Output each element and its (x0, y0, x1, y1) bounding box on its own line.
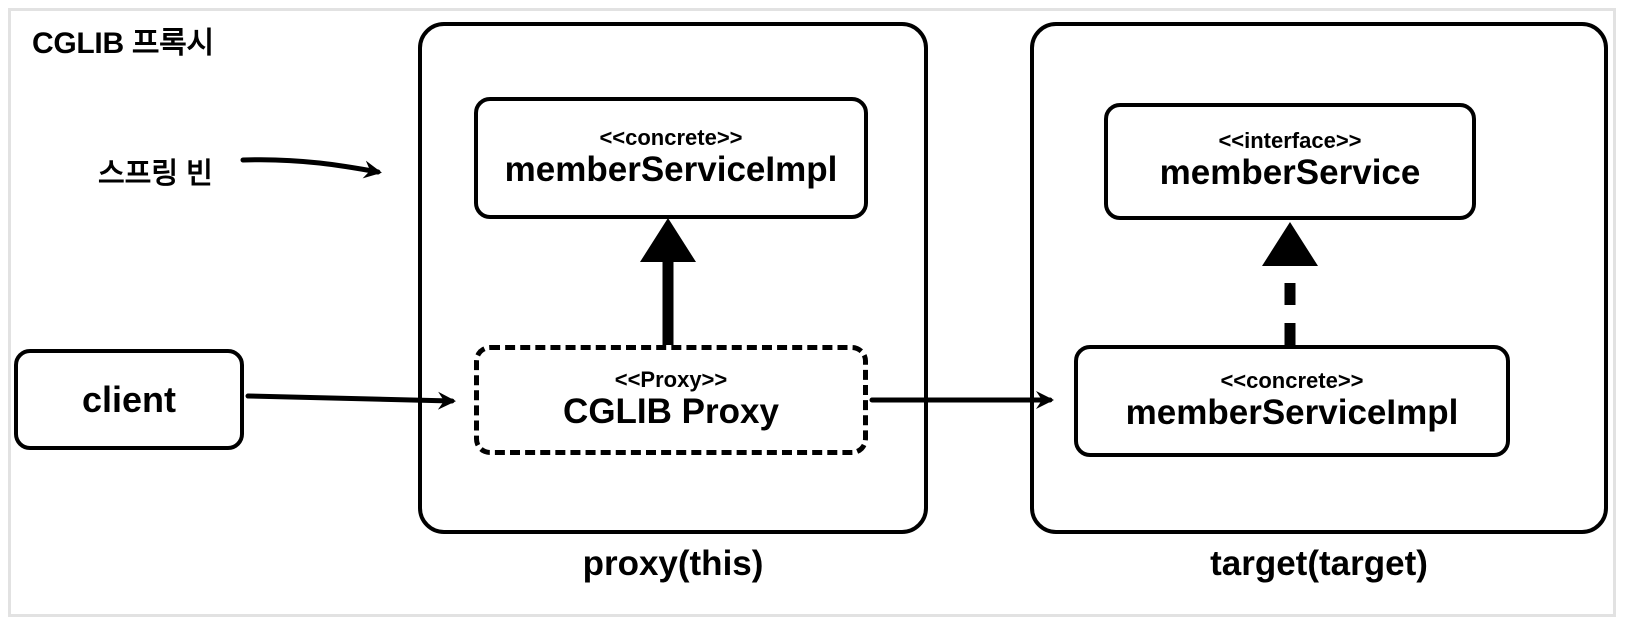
group-caption-target: target(target) (1210, 544, 1428, 583)
annotation-spring-bean: 스프링 빈 (98, 158, 213, 190)
group-proxy (418, 22, 928, 534)
node-cglib-proxy-stereotype: <<Proxy>> (614, 366, 728, 392)
node-target-member-service-impl-stereotype: <<concrete>> (1220, 367, 1364, 393)
node-client-name: client (81, 378, 177, 420)
node-member-service-interface-stereotype: <<interface>> (1218, 128, 1362, 154)
node-target-member-service-impl[interactable]: <<concrete>> memberServiceImpl (1074, 345, 1510, 457)
node-target-member-service-impl-name: memberServiceImpl (1125, 392, 1459, 432)
node-proxy-member-service-impl-stereotype: <<concrete>> (599, 124, 743, 150)
node-member-service-interface-name: memberService (1159, 153, 1421, 193)
node-cglib-proxy[interactable]: <<Proxy>> CGLIB Proxy (474, 345, 868, 455)
node-client[interactable]: client (14, 349, 244, 450)
node-cglib-proxy-name: CGLIB Proxy (563, 391, 779, 431)
group-target (1030, 22, 1608, 534)
page-title: CGLIB 프록시 (32, 27, 214, 60)
node-member-service-interface[interactable]: <<interface>> memberService (1104, 103, 1476, 220)
group-caption-proxy: proxy(this) (582, 544, 764, 583)
node-proxy-member-service-impl[interactable]: <<concrete>> memberServiceImpl (474, 97, 868, 219)
node-proxy-member-service-impl-name: memberServiceImpl (504, 149, 838, 189)
